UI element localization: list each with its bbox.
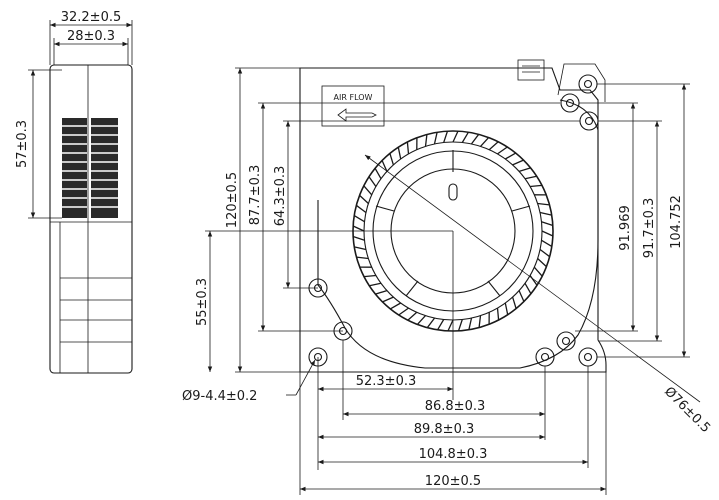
side-view: 32.2±0.5 28±0.3 57±0.3 [15, 10, 133, 374]
impeller-blade [470, 133, 480, 145]
impeller-blade [352, 225, 365, 232]
dim-91-7-label: 91.7±0.3 [642, 198, 657, 259]
impeller-blade [433, 132, 438, 145]
airflow-arrow-icon [337, 108, 377, 122]
impeller-blade [530, 184, 543, 188]
impeller-blade [437, 319, 445, 331]
impeller-blade [461, 131, 469, 143]
height-120-label: 120±0.5 [225, 172, 240, 228]
impeller-blade [424, 134, 428, 147]
impeller-blade [382, 296, 394, 303]
impeller-blade [524, 282, 532, 295]
impeller-blade [539, 211, 552, 216]
impeller-blade [369, 282, 382, 287]
impeller-blade [457, 319, 463, 332]
side-height-label: 57±0.3 [15, 120, 30, 168]
impeller-blade [480, 137, 490, 147]
impeller-blade [529, 275, 538, 286]
mounting-hole [556, 331, 576, 351]
impeller-blade [497, 146, 508, 155]
impeller-blade [537, 258, 547, 268]
impeller-blade [374, 167, 382, 180]
hole-callout-label: Ø9-4.4±0.2 [182, 389, 257, 404]
impeller-blade [416, 315, 426, 325]
hub-slot [448, 183, 458, 201]
impeller-blade [363, 274, 376, 278]
impeller-blade [533, 266, 543, 277]
impeller-blade [389, 302, 402, 310]
impeller-blade [363, 185, 373, 196]
airflow-indicator: AIR FLOW [321, 85, 385, 127]
dim-52-3-label: 52.3±0.3 [356, 374, 417, 389]
impeller-blade [504, 152, 517, 160]
impeller-blade [389, 153, 395, 166]
side-width-outer-label: 32.2±0.5 [61, 10, 122, 25]
dim-104-8-label: 104.8±0.3 [419, 447, 488, 462]
airflow-label: AIR FLOW [334, 93, 373, 102]
impeller-blade [354, 246, 367, 251]
impeller-blade [406, 141, 410, 154]
impeller-blade [488, 141, 499, 151]
mounting-hole [578, 347, 598, 367]
impeller-blade [407, 311, 418, 321]
impeller-blade [468, 317, 473, 330]
impeller-blade [524, 175, 537, 180]
impeller-blade [368, 176, 377, 187]
impeller-blade [512, 159, 524, 166]
impeller-blade [375, 289, 388, 295]
impeller-blade [447, 319, 454, 332]
side-width-inner-label: 28±0.3 [67, 29, 115, 44]
dim-64-3-label: 64.3±0.3 [273, 166, 288, 227]
hole-leader [295, 359, 316, 396]
impeller-blade [353, 215, 365, 223]
housing-outline [299, 67, 607, 373]
impeller-blade [478, 315, 482, 328]
dim-91-969-label: 91.969 [618, 205, 633, 251]
impeller-blade [381, 160, 388, 172]
width-120-label: 120±0.5 [425, 474, 481, 489]
connector-tab [517, 59, 545, 81]
impeller-blade [359, 194, 369, 204]
front-view: AIR FLOW Ø76±0.5 120±0.5 87.7±0.3 [182, 59, 713, 495]
dim-86-8-label: 86.8±0.3 [425, 399, 486, 414]
impeller-blade [518, 167, 531, 173]
impeller-blade [541, 230, 554, 237]
impeller-blade [426, 317, 436, 329]
impeller-blade [496, 308, 500, 321]
vent-grille [62, 118, 118, 218]
impeller-blade [511, 296, 517, 309]
impeller-blade [518, 290, 525, 302]
dim-89-8-label: 89.8±0.3 [414, 422, 475, 437]
impeller-blade [541, 239, 553, 247]
dim-55-label: 55±0.3 [195, 278, 210, 326]
impeller-blade [352, 235, 365, 241]
impeller-blade [537, 202, 550, 206]
side-view-outline [49, 64, 133, 374]
fan-diameter-leader [364, 154, 701, 403]
impeller-blade [539, 248, 551, 258]
impeller-blade [398, 307, 409, 316]
impeller-blade [443, 130, 449, 143]
impeller-blade [541, 221, 554, 227]
impeller-blade [452, 130, 459, 143]
impeller-blade [356, 256, 369, 260]
impeller-blade [397, 147, 402, 160]
dim-87-7-label: 87.7±0.3 [248, 165, 263, 226]
impeller-blade [355, 204, 367, 214]
impeller-blade [504, 302, 509, 315]
dim-104-752-label: 104.752 [669, 195, 684, 249]
